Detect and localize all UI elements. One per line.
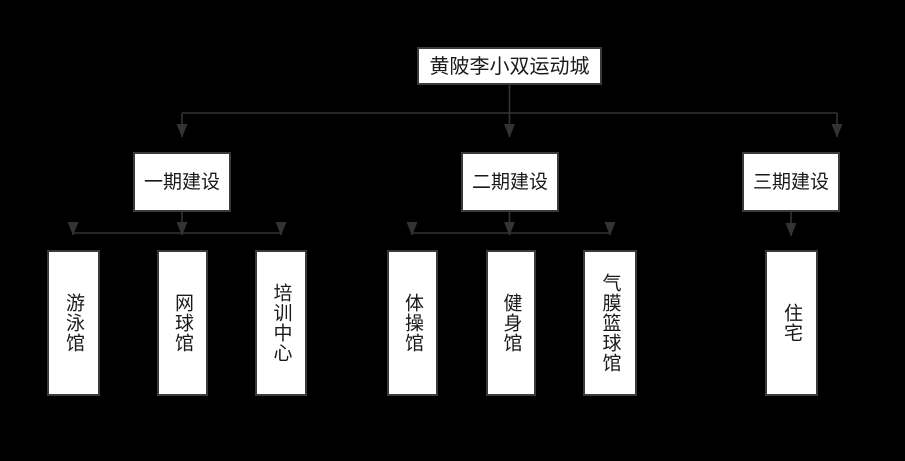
node-swimming-hall-label: 游泳馆 bbox=[63, 293, 86, 353]
node-air-dome-basketball-hall-label: 气膜篮球馆 bbox=[599, 273, 622, 373]
node-root-label: 黄陂李小双运动城 bbox=[429, 54, 590, 78]
node-gymnastics-hall-wrap: 体操馆 bbox=[389, 252, 436, 394]
node-training-center-wrap: 培训中心 bbox=[257, 252, 305, 394]
node-root[interactable]: 黄陂李小双运动城 bbox=[417, 47, 602, 85]
node-tennis-hall-label: 网球馆 bbox=[172, 293, 195, 353]
node-gymnastics-hall[interactable]: 体操馆 bbox=[387, 250, 438, 396]
node-phase-2[interactable]: 二期建设 bbox=[461, 152, 559, 212]
node-training-center[interactable]: 培训中心 bbox=[255, 250, 307, 396]
node-phase-3-label: 三期建设 bbox=[752, 170, 829, 193]
node-swimming-hall[interactable]: 游泳馆 bbox=[47, 250, 100, 396]
node-residential[interactable]: 住宅 bbox=[765, 250, 818, 396]
node-phase-1[interactable]: 一期建设 bbox=[133, 152, 231, 212]
node-air-dome-basketball-hall-wrap: 气膜篮球馆 bbox=[585, 252, 635, 394]
node-residential-label: 住宅 bbox=[781, 303, 804, 343]
node-air-dome-basketball-hall[interactable]: 气膜篮球馆 bbox=[583, 250, 637, 396]
node-fitness-hall-wrap: 健身馆 bbox=[488, 252, 534, 394]
node-phase-3[interactable]: 三期建设 bbox=[742, 152, 840, 212]
node-phase-2-label: 二期建设 bbox=[471, 170, 548, 193]
node-training-center-label: 培训中心 bbox=[270, 283, 293, 363]
node-phase-1-label: 一期建设 bbox=[143, 170, 220, 193]
node-gymnastics-hall-label: 体操馆 bbox=[402, 293, 425, 353]
node-tennis-hall[interactable]: 网球馆 bbox=[157, 250, 208, 396]
node-residential-wrap: 住宅 bbox=[767, 252, 816, 394]
node-fitness-hall[interactable]: 健身馆 bbox=[486, 250, 536, 396]
node-tennis-hall-wrap: 网球馆 bbox=[159, 252, 206, 394]
node-fitness-hall-label: 健身馆 bbox=[500, 293, 523, 353]
node-swimming-hall-wrap: 游泳馆 bbox=[49, 252, 98, 394]
